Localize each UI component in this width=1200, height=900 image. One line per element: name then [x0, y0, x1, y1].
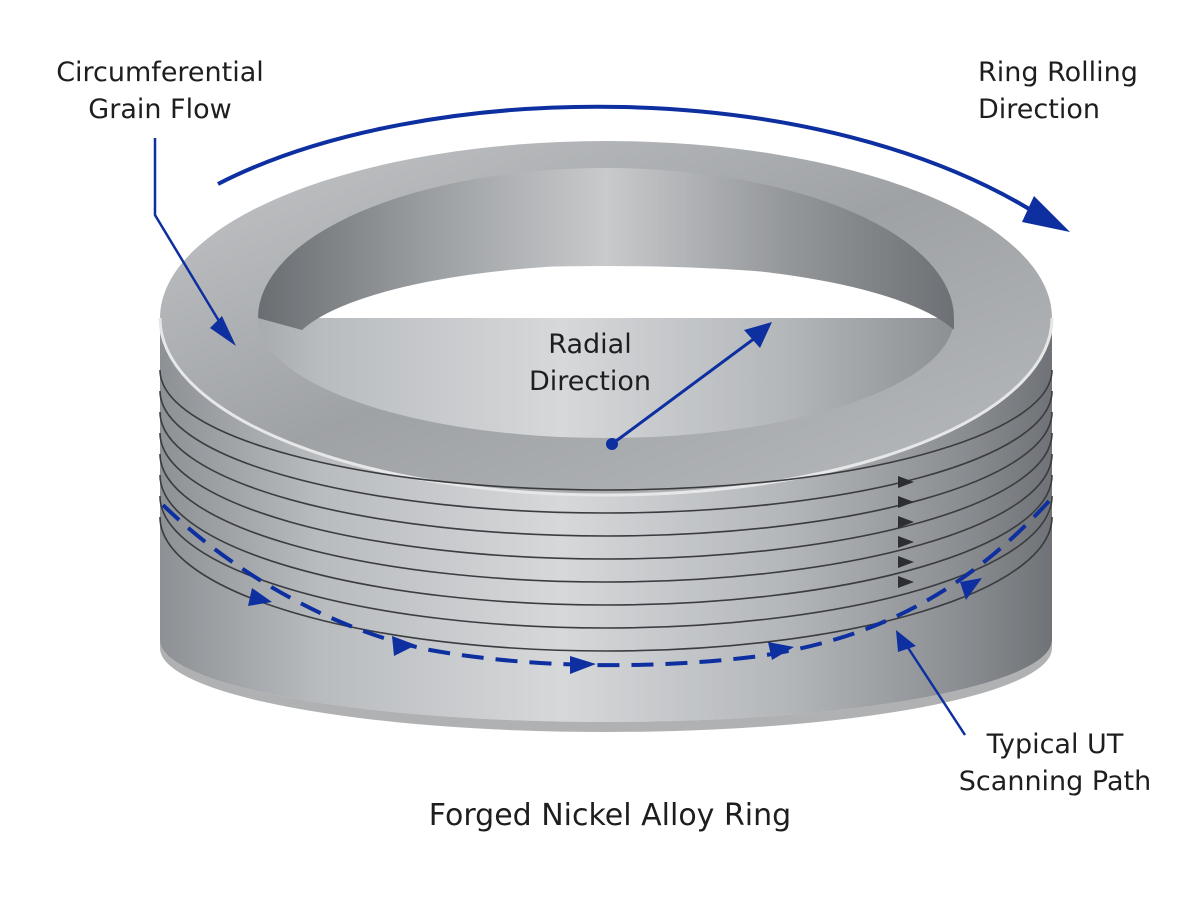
grain-flow-marker — [898, 476, 914, 488]
grain-line — [159, 432, 1053, 560]
rolling-direction-label-line-2: Direction — [978, 94, 1100, 125]
radial-direction-label-line-2: Direction — [529, 366, 651, 397]
ut-path-leader-arrowhead — [896, 630, 916, 652]
radial-direction-label-line-1: Radial — [548, 329, 632, 360]
rolling-direction-arrow — [217, 104, 1052, 224]
ut-path-label-line-1: Typical UT — [986, 729, 1124, 760]
grain-line — [159, 474, 1053, 606]
ut-path-label: Typical UT Scanning Path — [930, 726, 1180, 800]
grain-line — [159, 516, 1053, 652]
grain-flow-markers — [898, 476, 914, 588]
ring-top-edge — [158, 317, 1054, 497]
grain-line — [159, 495, 1053, 629]
ut-path-label-line-2: Scanning Path — [958, 766, 1152, 797]
radial-direction-arrowhead — [744, 322, 772, 348]
ut-path-arrow-5 — [960, 578, 982, 600]
ut-path-arrow-2 — [392, 636, 416, 656]
ut-scanning-path — [161, 498, 1052, 668]
grain-line — [159, 369, 1053, 491]
diagram-title: Forged Nickel Alloy Ring — [428, 798, 792, 833]
grain-flow-marker — [898, 516, 914, 528]
ut-path-arrow-4 — [768, 642, 794, 660]
ring-bore-far-wall — [258, 168, 954, 318]
ut-path-arrow-1 — [248, 588, 272, 606]
grain-flow-marker — [898, 576, 914, 588]
grain-flow-label-line-2: Grain Flow — [88, 94, 232, 125]
grain-flow-leader — [153, 138, 230, 337]
ut-path-leader — [901, 639, 967, 736]
radial-direction-arrow — [611, 336, 756, 446]
ut-path-arrow-3 — [570, 656, 596, 674]
grain-flow-marker — [898, 536, 914, 548]
grain-flow-label: Circumferential Grain Flow — [50, 54, 270, 128]
ut-path-arrows — [248, 578, 982, 674]
grain-line — [159, 411, 1053, 537]
grain-lines — [159, 369, 1053, 652]
grain-line — [159, 453, 1053, 583]
rolling-direction-arrowhead — [1022, 196, 1070, 232]
radial-direction-label: Radial Direction — [500, 326, 680, 400]
grain-flow-label-line-1: Circumferential — [56, 57, 264, 88]
rolling-direction-label-line-1: Ring Rolling — [978, 57, 1138, 88]
grain-line — [159, 390, 1053, 514]
rolling-direction-label: Ring Rolling Direction — [978, 54, 1168, 128]
radial-origin-dot — [606, 438, 618, 450]
grain-flow-leader-arrowhead — [210, 316, 236, 346]
grain-flow-marker — [898, 556, 914, 568]
grain-flow-marker — [898, 496, 914, 508]
